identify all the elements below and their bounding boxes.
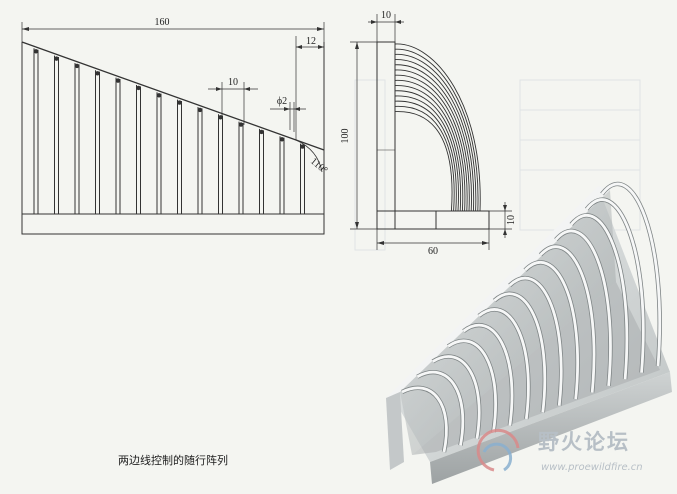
render-arc xyxy=(539,245,596,393)
render-arc xyxy=(508,276,563,406)
front-base-plate xyxy=(21,213,325,235)
side-arc xyxy=(394,111,453,212)
side-arc xyxy=(394,90,462,212)
side-arc xyxy=(394,53,477,212)
render-arc xyxy=(447,339,498,433)
front-rib-top xyxy=(95,71,100,76)
side-arc xyxy=(394,85,464,212)
render-arc xyxy=(570,214,629,380)
side-arc xyxy=(394,64,472,212)
side-arc xyxy=(394,74,468,212)
dim-text-110: 110° xyxy=(308,156,329,176)
side-arc xyxy=(394,95,459,212)
side-arc xyxy=(394,48,479,212)
render-arc xyxy=(416,370,465,446)
render-arc xyxy=(432,355,481,439)
render-arc xyxy=(401,386,448,453)
render-arc xyxy=(478,308,530,420)
front-view xyxy=(21,41,325,235)
watermark-name: 野火论坛 xyxy=(538,430,630,454)
dim-text-12: 12 xyxy=(306,36,316,47)
side-arc xyxy=(394,100,457,212)
render-wall xyxy=(386,186,610,398)
front-rib-top xyxy=(54,56,59,61)
render-arc xyxy=(600,182,662,367)
front-rib-top xyxy=(259,129,264,135)
render-base-front xyxy=(430,372,672,484)
render-arc xyxy=(462,323,514,426)
front-rib-top xyxy=(218,115,223,120)
front-rib-top xyxy=(300,144,305,149)
render-arc xyxy=(585,198,645,373)
side-arc xyxy=(394,69,470,212)
dim-text-60: 60 xyxy=(428,246,438,257)
front-dimensions xyxy=(21,22,325,140)
watermark-url: www.proewildfire.cn xyxy=(541,462,643,473)
side-arc-group xyxy=(394,43,481,212)
front-rib-group xyxy=(33,48,305,214)
side-view xyxy=(376,41,490,230)
side-vertical-wall xyxy=(376,41,396,230)
front-rib-top xyxy=(279,137,285,142)
watermark-logo-icon xyxy=(476,428,520,472)
figure-caption: 两边线控制的随行阵列 xyxy=(118,454,228,467)
dim-text-10: 10 xyxy=(228,77,238,88)
front-rib-top xyxy=(197,107,203,113)
dim-text-160: 160 xyxy=(155,17,170,28)
side-arc xyxy=(394,105,455,212)
3d-render xyxy=(386,181,672,484)
render-floor xyxy=(412,282,660,455)
dim-text-side-10-right: 10 xyxy=(506,215,517,225)
dim-text-100: 100 xyxy=(340,129,351,144)
front-rib-top xyxy=(177,100,182,105)
dim-text-side-10-top: 10 xyxy=(381,10,391,21)
front-rib-top xyxy=(115,78,121,83)
front-rib-top xyxy=(136,85,141,91)
side-arc xyxy=(394,79,466,212)
render-arc-group xyxy=(401,181,662,453)
front-rib-top xyxy=(74,63,80,69)
front-rib-top xyxy=(156,93,162,98)
render-arc xyxy=(493,292,547,413)
render-arc xyxy=(554,229,612,386)
angle-arc xyxy=(295,139,323,173)
render-arc xyxy=(524,261,580,400)
front-rib-top xyxy=(33,49,39,54)
side-base xyxy=(376,210,490,230)
side-arc xyxy=(394,59,475,212)
side-arc xyxy=(394,43,481,212)
front-rib-top xyxy=(238,122,244,127)
front-top-slope xyxy=(21,41,325,151)
side-dimensions xyxy=(350,14,512,250)
render-wall-front xyxy=(386,392,404,470)
dim-text-phi2: ϕ2 xyxy=(277,96,287,107)
